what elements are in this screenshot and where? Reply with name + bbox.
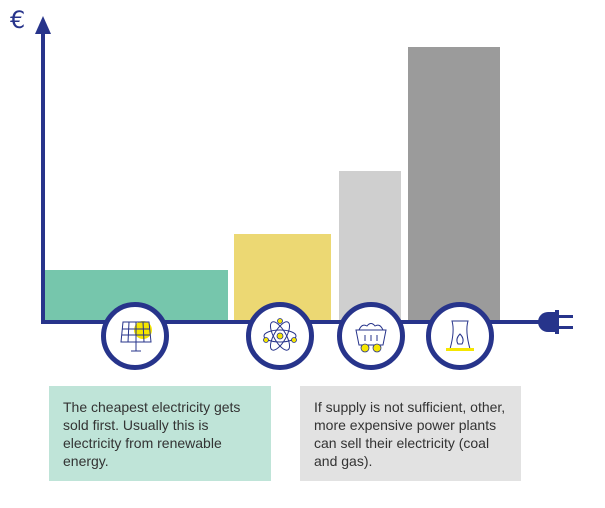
nuclear-circle [246, 302, 314, 370]
power-plant-icon [446, 320, 474, 351]
plug-icon [538, 310, 573, 334]
bar-gas [408, 47, 500, 322]
note-cheapest-electricity: The cheapest electricity gets sold first… [49, 386, 271, 481]
atom-icon [263, 318, 297, 351]
solar-circle [101, 302, 169, 370]
coal-cart-icon [355, 323, 387, 353]
euro-axis-label: € [10, 6, 26, 34]
y-axis-arrow-icon [35, 16, 51, 34]
coal-circle [337, 302, 405, 370]
bar-coal [339, 171, 401, 322]
gas-plant-circle [426, 302, 494, 370]
solar-panel-icon [120, 321, 152, 352]
note-expensive-plants: If supply is not sufficient, other, more… [300, 386, 521, 481]
